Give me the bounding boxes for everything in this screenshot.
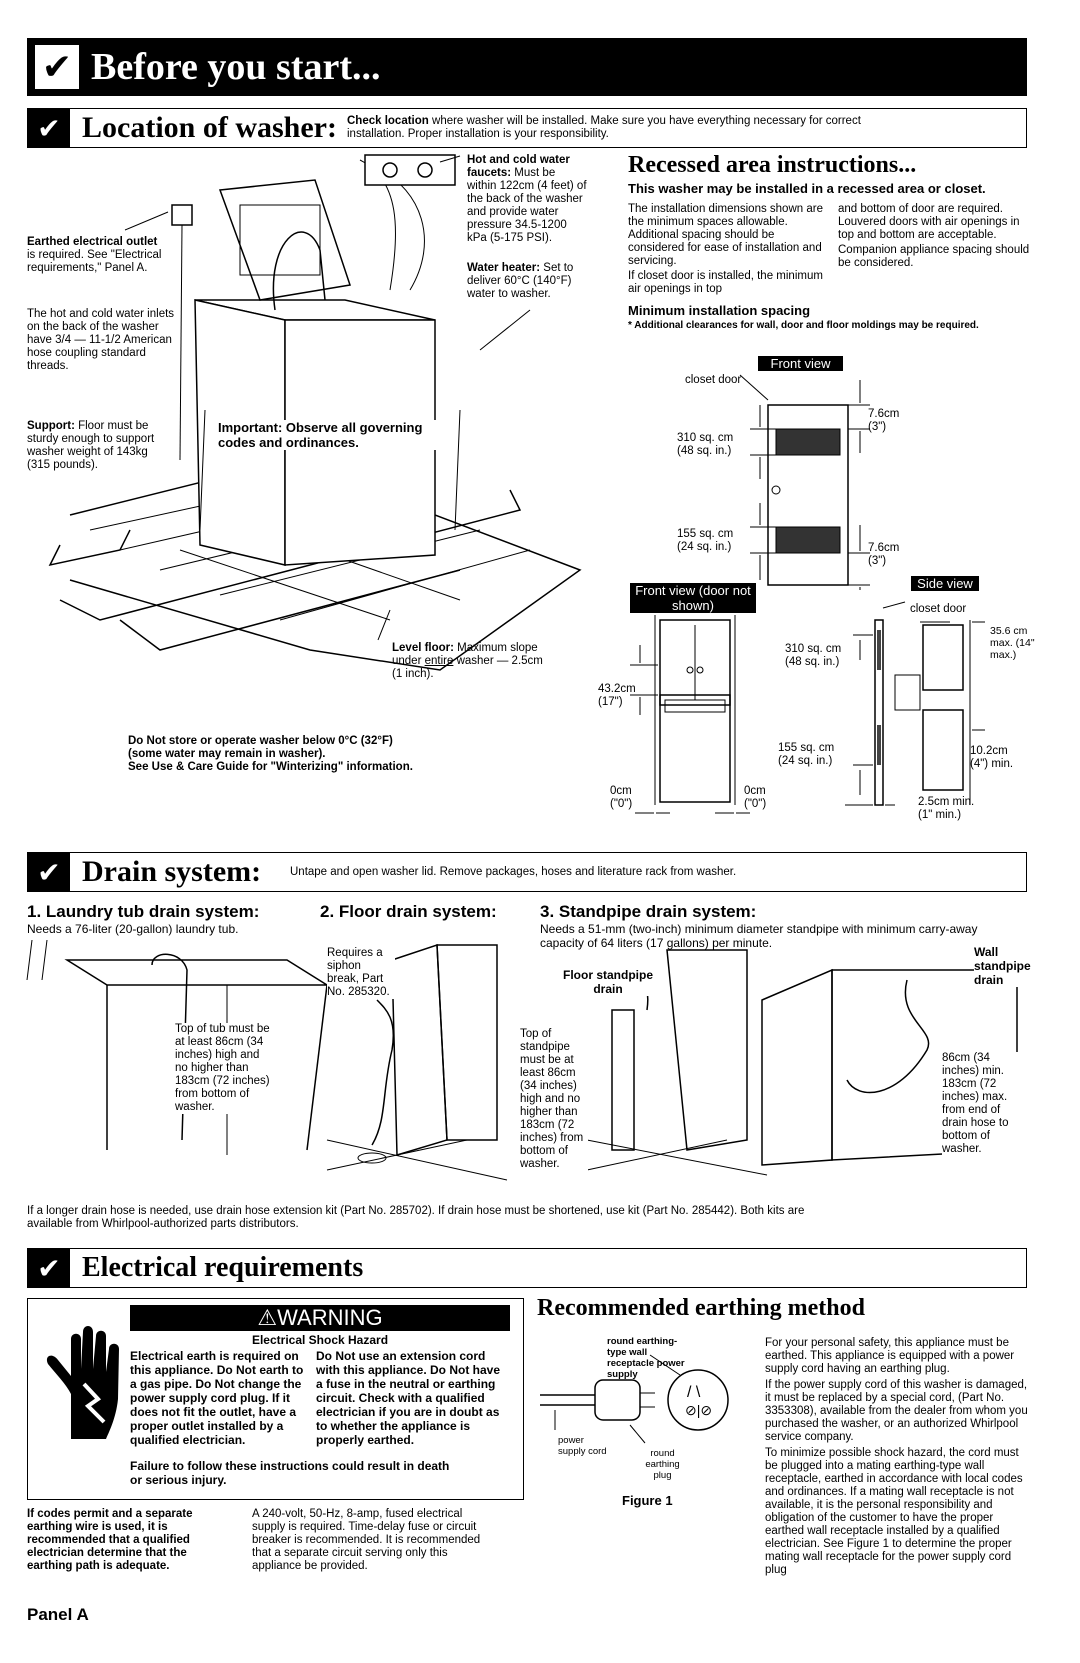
warning-failure: Failure to follow these instructions cou… bbox=[130, 1459, 450, 1487]
power-cord-label: power supply cord bbox=[558, 1435, 607, 1457]
alert-triangle-icon: ⚠ bbox=[257, 1305, 278, 1330]
front-view-door-diagram bbox=[739, 374, 870, 590]
drain-heading: Drain system: bbox=[82, 855, 262, 888]
front-bottom-gap-label: 7.6cm (3") bbox=[868, 542, 900, 567]
recessed-col2: and bottom of door are required. Louvere… bbox=[838, 203, 1030, 269]
min-spacing-heading: Minimum installation spacing bbox=[628, 303, 811, 318]
floor-drain-title: 2. Floor drain system: bbox=[320, 902, 497, 921]
earthing-plug-figure: / \ ⊘|⊘ bbox=[540, 1354, 729, 1444]
floor-standpipe-label: Floor standpipe drain bbox=[558, 968, 658, 996]
tub-drain-text: Needs a 76-liter (20-gallon) laundry tub… bbox=[27, 922, 239, 936]
warning-left: Electrical earth is required on this app… bbox=[130, 1349, 304, 1447]
receptacle-label: round earthing-type wall receptacle powe… bbox=[607, 1336, 685, 1380]
earthing-plug-label: round earthing plug bbox=[645, 1448, 680, 1481]
side-bottom-air-label: 155 sq. cm (24 sq. in.) bbox=[778, 742, 835, 767]
standpipe-drain-title: 3. Standpipe drain system: bbox=[540, 902, 757, 921]
location-heading: Location of washer: bbox=[82, 111, 337, 144]
front-top-gap-label: 7.6cm (3") bbox=[868, 408, 900, 433]
location-section-header: ✔ Location of washer: Check location whe… bbox=[27, 108, 1027, 148]
drain-section-header: ✔ Drain system: Untape and open washer l… bbox=[27, 852, 1027, 892]
recessed-subtitle: This washer may be installed in a recess… bbox=[628, 181, 986, 196]
side-view-label: Side view bbox=[911, 576, 979, 591]
checkmark-icon: ✔ bbox=[35, 45, 79, 89]
zero-gap-right-label: 0cm ("0") bbox=[744, 785, 767, 810]
shock-hazard-hand-icon bbox=[46, 1326, 119, 1439]
electrical-heading: Electrical requirements bbox=[82, 1252, 364, 1283]
water-heater-note: Water heater: Set to deliver 60°C (140°F… bbox=[467, 262, 574, 300]
wall-standpipe-note: 86cm (34 inches) min. 183cm (72 inches) … bbox=[942, 1052, 1027, 1156]
recessed-title: Recessed area instructions... bbox=[628, 152, 917, 178]
electrical-supply-note: A 240-volt, 50-Hz, 8-amp, fused electric… bbox=[252, 1508, 481, 1572]
zero-gap-left-label: 0cm ("0") bbox=[610, 785, 633, 810]
side-depth-label: 35.6 cm max. (14" max.) bbox=[990, 625, 1035, 661]
svg-text:/ \: / \ bbox=[687, 1384, 701, 1401]
electrical-section-header: ✔ Electrical requirements bbox=[27, 1248, 1027, 1288]
header-banner: ✔ Before you start... bbox=[27, 38, 1027, 96]
closet-door-label: closet door bbox=[685, 374, 742, 386]
svg-text:⊘|⊘: ⊘|⊘ bbox=[685, 1402, 712, 1418]
important-note: Important: Observe all governing codes a… bbox=[218, 420, 448, 450]
location-check-text: Check location where washer will be inst… bbox=[347, 115, 861, 140]
page-title: Before you start... bbox=[91, 46, 381, 88]
standpipe-note: Top of standpipe must be at least 86cm (… bbox=[520, 1028, 588, 1171]
side-top-air-label: 310 sq. cm (48 sq. in.) bbox=[785, 643, 842, 668]
checkmark-icon: ✔ bbox=[28, 853, 70, 891]
warning-subtitle: Electrical Shock Hazard bbox=[251, 1333, 389, 1347]
panel-label: Panel A bbox=[27, 1605, 89, 1624]
drain-footer: If a longer drain hose is needed, use dr… bbox=[27, 1205, 805, 1230]
tub-drain-title: 1. Laundry tub drain system: bbox=[27, 902, 260, 921]
checkmark-icon: ✔ bbox=[28, 1249, 70, 1287]
min-spacing-note: * Additional clearances for wall, door a… bbox=[628, 320, 979, 331]
store-warning: Do Not store or operate washer below 0°C… bbox=[128, 735, 413, 773]
level-floor-note: Level floor: Maximum slope under entire … bbox=[392, 642, 543, 680]
drain-intro: Untape and open washer lid. Remove packa… bbox=[290, 865, 737, 878]
warning-title: ⚠WARNING bbox=[130, 1305, 510, 1331]
side-gap-label: 2.5cm min. (1" min.) bbox=[918, 796, 975, 821]
figure-caption: Figure 1 bbox=[622, 1493, 673, 1508]
warning-box: ⚠WARNING Electrical Shock Hazard Electri… bbox=[27, 1298, 524, 1500]
warning-right: Do Not use an extension cord with this a… bbox=[316, 1349, 501, 1447]
support-note: Support: Floor must be sturdy enough to … bbox=[27, 420, 155, 471]
front-view-no-door-label: Front view (door not shown) bbox=[630, 583, 756, 613]
earthed-outlet-note: Earthed electrical outlet is required. S… bbox=[27, 236, 162, 274]
front-view-label: Front view bbox=[758, 356, 843, 371]
inlets-note: The hot and cold water inlets on the bac… bbox=[27, 308, 175, 372]
faucets-note: Hot and cold water faucets: Must be with… bbox=[467, 154, 587, 244]
side-closet-door-label: closet door bbox=[910, 603, 967, 615]
standpipe-drain-text: Needs a 51-mm (two-inch) minimum diamete… bbox=[540, 922, 978, 950]
side-view-diagram bbox=[845, 601, 985, 806]
height-gap-label: 43.2cm (17") bbox=[598, 683, 636, 708]
checkmark-icon: ✔ bbox=[28, 109, 70, 147]
front-view-appliances-diagram bbox=[630, 615, 750, 814]
earthing-title: Recommended earthing method bbox=[537, 1295, 865, 1321]
separate-earthing-note: If codes permit and a separate earthing … bbox=[27, 1508, 193, 1572]
wall-standpipe-label: Wall standpipe drain bbox=[974, 945, 1039, 987]
floor-drain-note: Requires a siphon break, Part No. 285320… bbox=[327, 947, 395, 999]
front-bottom-air-label: 155 sq. cm (24 sq. in.) bbox=[677, 528, 734, 553]
recessed-col1: The installation dimensions shown are th… bbox=[628, 203, 823, 295]
tub-note: Top of tub must be at least 86cm (34 inc… bbox=[175, 1023, 270, 1114]
earthing-text: For your personal safety, this appliance… bbox=[765, 1337, 1028, 1576]
front-top-air-label: 310 sq. cm (48 sq. in.) bbox=[677, 432, 734, 457]
side-rear-gap-label: 10.2cm (4") min. bbox=[970, 745, 1014, 770]
